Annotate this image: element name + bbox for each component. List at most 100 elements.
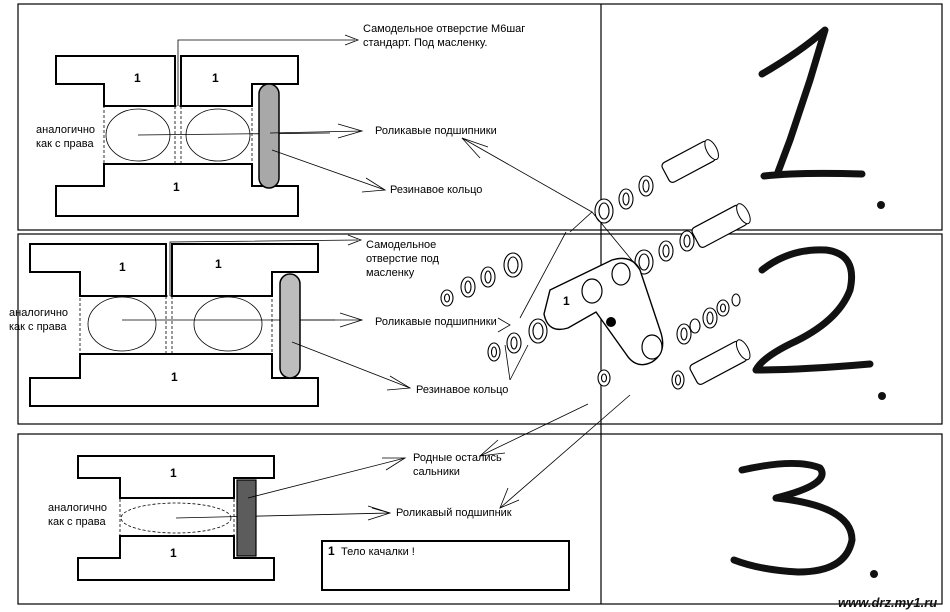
rocker-body-top-left [29, 243, 167, 297]
panel-3-drawing [77, 394, 631, 591]
numeral-3-text: 3. [770, 499, 772, 501]
arrow-head [386, 375, 412, 391]
rocker-body-bottom [55, 163, 299, 217]
hole-label: Самодельное [366, 239, 436, 251]
roller-bearing [120, 502, 232, 534]
arrow-head [344, 34, 360, 46]
arrow-head [478, 439, 506, 457]
oil-seal [236, 479, 257, 557]
washer-stack-upper [594, 175, 654, 224]
bearings-leader [269, 130, 363, 134]
leader [504, 344, 511, 381]
hole-label: Самодельное отверстие М6шаг [363, 23, 525, 35]
arrow-head [497, 317, 511, 333]
arrow-head [367, 505, 392, 521]
seals-leader [247, 457, 406, 499]
pin-lower [689, 339, 751, 385]
panel-1-texts: 1 1 1 Самодельное отверстие М6шаг станда… [36, 23, 525, 196]
axis-line [175, 512, 391, 519]
part-number: 1 [173, 180, 180, 194]
roller-bearing-left [87, 296, 157, 352]
bearing-zone [79, 295, 273, 355]
ring-leader [291, 341, 411, 389]
part-number: 1 [212, 71, 219, 85]
arrow-head [499, 487, 520, 509]
bearings-label: Роликавые подшипники [375, 125, 497, 137]
numeral-1-text: 1. [770, 119, 772, 121]
washer-stack-middle [634, 230, 695, 275]
arrow-head [337, 123, 364, 139]
numeral-dot [877, 201, 885, 209]
side-label: как с права [36, 138, 95, 150]
rocker-bore [641, 334, 663, 360]
bearing-label: Роликавый подшипник [396, 507, 512, 519]
side-label: аналогично [36, 124, 95, 136]
numeral-1 [758, 26, 885, 209]
side-label: аналогично [9, 307, 68, 319]
numeral-2 [752, 246, 886, 400]
ring-label: Резинавое кольцо [390, 184, 482, 196]
axis-line [137, 132, 331, 136]
bearings-to-exploded [461, 137, 593, 213]
legend-text: Тело качалки ! [341, 546, 415, 558]
numeral-2-text: 2. [770, 299, 772, 301]
part-number: 1 [215, 257, 222, 271]
washer-stack-lower-left [487, 318, 548, 362]
ring-leader [271, 149, 386, 191]
seals-label: Родные остались [413, 452, 502, 464]
washer-stack-left [440, 252, 523, 307]
leader [569, 211, 641, 271]
panel-2-texts: 1 1 1 Самодельное отверстие под масленку… [9, 239, 508, 396]
pin-upper [661, 139, 719, 183]
bearing-zone [103, 105, 253, 165]
rubber-ring [279, 273, 301, 379]
legend-number: 1 [328, 544, 335, 558]
arrow-head [339, 312, 364, 328]
rubber-ring [258, 83, 280, 189]
panel-1-drawing [55, 34, 593, 217]
rocker-body-bottom [29, 353, 319, 407]
side-label: как с права [48, 516, 107, 528]
part-number: 1 [119, 260, 126, 274]
numeral-dot [878, 392, 886, 400]
hole-label: масленку [366, 267, 415, 279]
grease-nipple-hole [606, 317, 616, 327]
part-number: 1 [563, 294, 570, 308]
roller-bearing-right [185, 108, 251, 162]
rocker-body-top [77, 455, 275, 499]
rocker-body-top-left [55, 55, 176, 107]
part-number: 1 [170, 546, 177, 560]
panel-3-frame [17, 433, 943, 605]
rocker-body-bottom [77, 535, 275, 581]
roller-bearing-right [193, 296, 263, 352]
arrow-head [382, 457, 407, 471]
leader [519, 231, 567, 319]
seals-to-exploded [479, 403, 589, 457]
hole-label: отверстие под [366, 253, 440, 265]
legend-box [321, 540, 570, 591]
arrow-head [347, 234, 363, 246]
panel-1-frame [17, 3, 943, 231]
numeral-dot [870, 570, 878, 578]
bearing-to-exploded [499, 394, 631, 509]
bearings-label: Роликавые подшипники [375, 316, 497, 328]
ring-label: Резинавое кольцо [416, 384, 508, 396]
hole-label: стандарт. Под масленку. [363, 37, 487, 49]
seals-label: сальники [413, 466, 460, 478]
part-number: 1 [171, 370, 178, 384]
rocker-bore [581, 278, 603, 304]
leader [509, 344, 529, 381]
hole-leader [177, 39, 355, 106]
site-watermark: www.drz.my1.ru [838, 595, 937, 610]
panel-3-texts: 1 1 Родные остались сальники Роликавый п… [48, 452, 512, 560]
hole-leader [169, 239, 359, 296]
washer-stack-lower-right [597, 293, 741, 390]
panel-2-drawing [29, 234, 412, 407]
panel-2-frame [17, 233, 943, 425]
arrow-head [361, 177, 387, 193]
part-number: 1 [170, 466, 177, 480]
side-label: как с права [9, 321, 68, 333]
pin-middle [691, 203, 751, 248]
rocker-body-top-right [180, 55, 299, 107]
